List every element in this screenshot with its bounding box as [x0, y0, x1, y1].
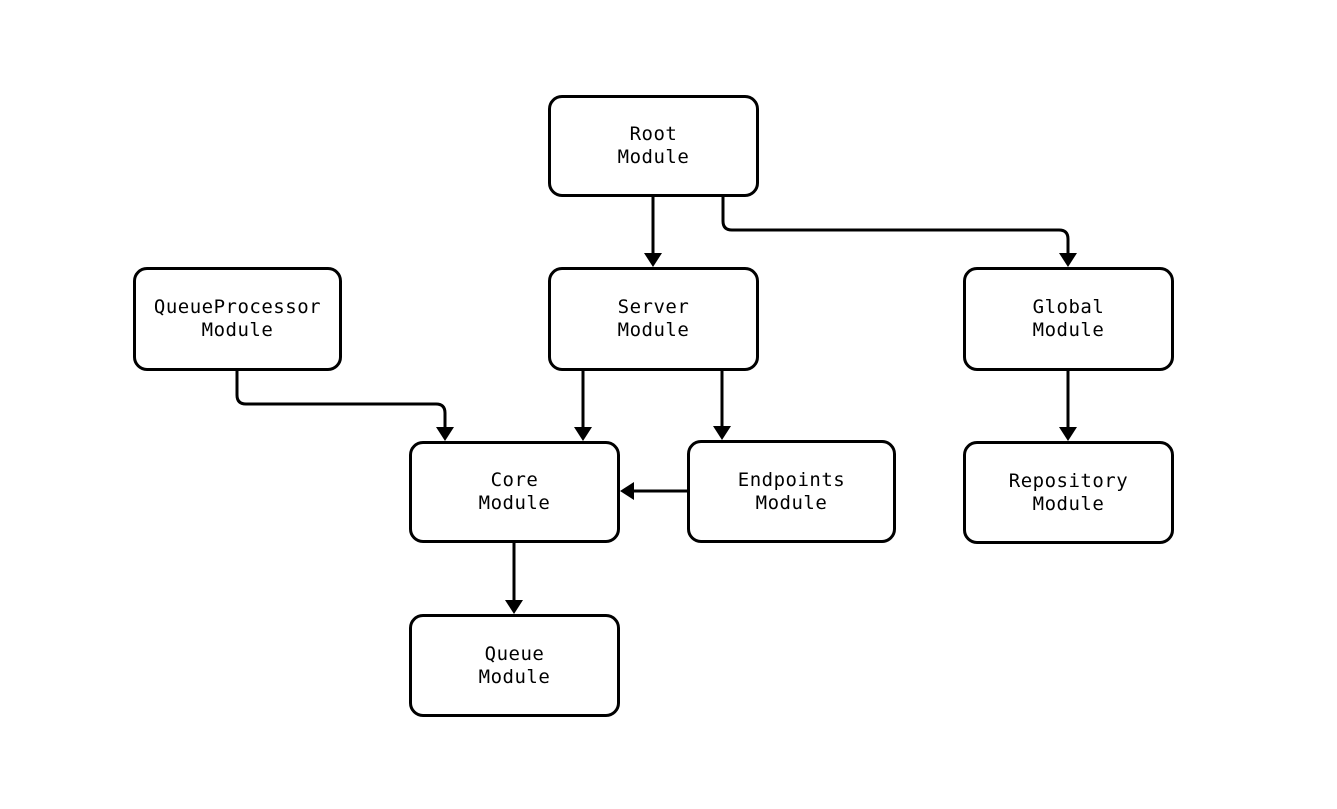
- node-root-module[interactable]: Root Module: [548, 95, 759, 197]
- node-label-line2: Module: [755, 491, 828, 514]
- node-label-line1: Server: [617, 296, 690, 318]
- node-label-line2: Module: [201, 319, 274, 341]
- arrowhead: [620, 482, 634, 500]
- edge-queueprocessor-to-core: [235, 371, 454, 441]
- node-queue-module[interactable]: Queue Module: [409, 614, 620, 717]
- edge-server-to-core: [574, 371, 592, 441]
- arrowhead: [1059, 427, 1077, 441]
- edge-root-to-global: [721, 197, 1077, 267]
- node-label-line2: Module: [478, 492, 551, 514]
- node-label-line2: Module: [478, 665, 551, 688]
- node-label-line1: Endpoints: [737, 468, 846, 491]
- edge-global-to-repository: [1059, 371, 1077, 441]
- arrowhead: [713, 426, 731, 440]
- arrowhead: [574, 427, 592, 441]
- node-label-line1: Queue: [484, 642, 545, 665]
- edge-endpoints-to-core: [620, 482, 687, 500]
- node-label-line1: Repository: [1008, 469, 1129, 492]
- edge-server-to-endpoints: [713, 371, 731, 440]
- node-label-line1: QueueProcessor: [153, 296, 322, 318]
- node-core-module[interactable]: Core Module: [409, 441, 620, 543]
- arrowhead: [644, 253, 662, 267]
- node-label-line1: Core: [490, 469, 539, 491]
- node-label-line2: Module: [617, 146, 690, 168]
- node-label-line2: Module: [1032, 319, 1105, 341]
- node-label-line2: Module: [1032, 492, 1105, 515]
- node-label-line1: Global: [1032, 296, 1105, 318]
- edge-root-to-server: [644, 197, 662, 267]
- node-server-module[interactable]: Server Module: [548, 267, 759, 371]
- arrowhead: [505, 600, 523, 614]
- node-global-module[interactable]: Global Module: [963, 267, 1174, 371]
- node-repository-module[interactable]: Repository Module: [963, 441, 1174, 544]
- arrowhead: [436, 427, 454, 441]
- node-queueprocessor-module[interactable]: QueueProcessor Module: [133, 267, 342, 371]
- edge-core-to-queue: [505, 543, 523, 614]
- node-label-line1: Root: [629, 123, 678, 145]
- node-label-line2: Module: [617, 319, 690, 341]
- node-endpoints-module[interactable]: Endpoints Module: [687, 440, 896, 543]
- arrowhead: [1059, 253, 1077, 267]
